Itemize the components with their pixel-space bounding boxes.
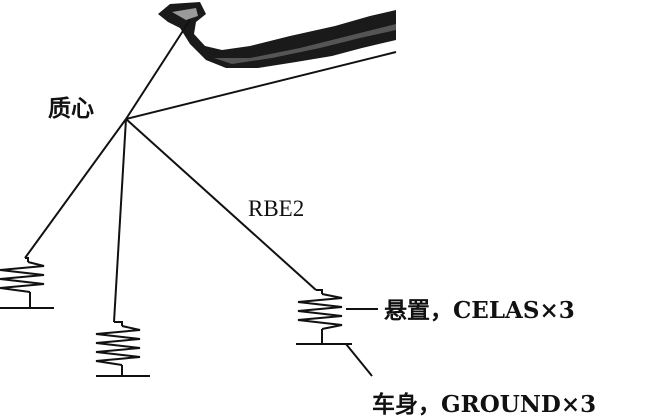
rbe2-label: RBE2 bbox=[248, 196, 304, 221]
rbe2-leg-middle bbox=[113, 118, 127, 323]
spring-left-coil bbox=[0, 261, 45, 293]
spring-middle-coil bbox=[95, 325, 141, 366]
rbe2-leg-left bbox=[24, 118, 127, 259]
mount-label: 悬置，CELAS×3 bbox=[384, 297, 575, 324]
spring-right-coil bbox=[297, 293, 343, 330]
spring-middle-lead bbox=[114, 321, 123, 326]
spring-middle bbox=[95, 321, 150, 377]
leader-lines bbox=[345, 308, 378, 377]
rbe2-element bbox=[24, 19, 397, 323]
rbe2-leg-bracket-right bbox=[125, 51, 397, 120]
body-label: 车身，GROUND×3 bbox=[372, 391, 596, 418]
spring-right-lead bbox=[316, 289, 323, 294]
spring-left bbox=[0, 257, 54, 309]
mass-center-label: 质心 bbox=[48, 95, 94, 122]
mount-bracket-part bbox=[158, 2, 396, 68]
rbe2-leg-bracket-top bbox=[125, 19, 191, 120]
leader-body bbox=[345, 343, 373, 377]
spring-left-lead bbox=[25, 257, 29, 262]
bracket-body bbox=[158, 2, 396, 68]
rbe2-leg-right bbox=[125, 118, 317, 291]
spring-right bbox=[296, 289, 352, 345]
bracket-edge bbox=[172, 8, 198, 20]
bracket-highlight bbox=[214, 24, 396, 64]
